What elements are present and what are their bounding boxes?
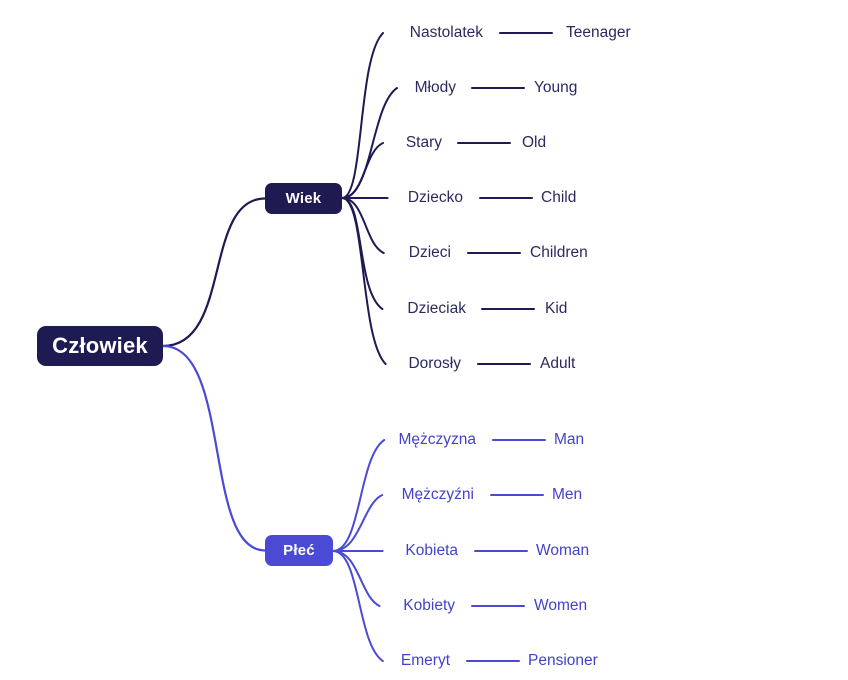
leaf-target-label[interactable]: Women (534, 597, 588, 614)
leaf-connector-line (481, 308, 535, 310)
leaf-target-label[interactable]: Young (534, 79, 578, 96)
leaf-row: Nastolatek Teenager (0, 22, 848, 44)
leaf-source-label[interactable]: Dzieciak (407, 300, 466, 317)
leaf-connector-line (471, 87, 525, 89)
leaf-target-label[interactable]: Woman (536, 542, 590, 559)
leaf-row: Dorosły Adult (0, 353, 848, 375)
leaf-row: Dziecko Child (0, 187, 848, 209)
node-branch-plec-label: Płeć (283, 542, 315, 559)
leaf-connector-line (474, 550, 528, 552)
leaf-connector-line (471, 605, 525, 607)
leaf-row: Dzieciak Kid (0, 298, 848, 320)
node-root-label: Człowiek (52, 333, 148, 358)
leaf-row: Kobieta Woman (0, 540, 848, 562)
leaf-connector-line (479, 197, 533, 199)
node-branch-plec[interactable]: Płeć (265, 535, 333, 566)
leaf-target-label[interactable]: Old (522, 134, 547, 151)
leaf-source-label[interactable]: Stary (405, 134, 442, 151)
leaf-target-label[interactable]: Pensioner (528, 652, 598, 669)
node-root[interactable]: Człowiek (37, 326, 163, 366)
leaf-row: Mężczyźni Men (0, 484, 848, 506)
leaf-source-label[interactable]: Kobieta (405, 542, 458, 559)
leaf-source-label[interactable]: Mężczyźni (401, 486, 474, 503)
leaf-connector-line (477, 363, 531, 365)
leaf-target-label[interactable]: Kid (545, 300, 568, 317)
leaf-connector-line (457, 142, 511, 144)
leaf-source-label[interactable]: Dorosły (408, 355, 461, 372)
leaf-connector-line (490, 494, 544, 496)
leaf-target-label[interactable]: Children (530, 244, 588, 261)
leaf-source-label[interactable]: Dzieci (408, 244, 451, 261)
leaf-target-label[interactable]: Men (552, 486, 583, 503)
leaf-connector-line (492, 439, 546, 441)
leaf-connector-line (499, 32, 553, 34)
leaf-source-label[interactable]: Emeryt (400, 652, 450, 669)
leaf-connector-line (466, 660, 520, 662)
leaf-row: Stary Old (0, 132, 848, 154)
leaf-source-label[interactable]: Dziecko (407, 189, 463, 206)
leaf-source-label[interactable]: Nastolatek (409, 24, 483, 41)
leaf-target-label[interactable]: Adult (540, 355, 576, 372)
leaf-row: Emeryt Pensioner (0, 650, 848, 672)
node-branch-wiek[interactable]: Wiek (265, 183, 342, 214)
leaf-row: Mężczyzna Man (0, 429, 848, 451)
leaf-connector-line (467, 252, 521, 254)
leaf-row: Dzieci Children (0, 242, 848, 264)
leaf-target-label[interactable]: Man (554, 431, 585, 448)
leaf-source-label[interactable]: Kobiety (403, 597, 455, 614)
leaf-row: Młody Young (0, 77, 848, 99)
leaf-target-label[interactable]: Child (541, 189, 577, 206)
leaf-source-label[interactable]: Mężczyzna (398, 431, 476, 448)
node-branch-wiek-label: Wiek (285, 190, 322, 207)
leaf-source-label[interactable]: Młody (414, 79, 456, 96)
leaf-target-label[interactable]: Teenager (566, 24, 631, 41)
leaf-row: Kobiety Women (0, 595, 848, 617)
